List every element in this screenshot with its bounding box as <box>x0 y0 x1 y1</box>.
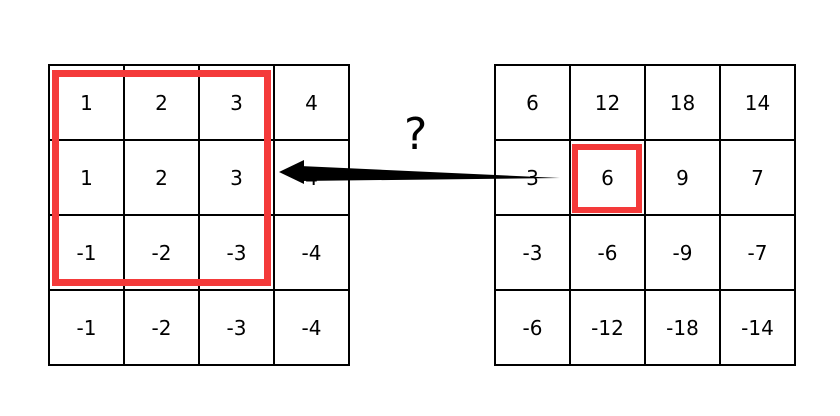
output-cell-r4-c4: -14 <box>721 291 796 366</box>
output-cell-r1-c4: 14 <box>721 66 796 141</box>
output-cell-r3-c1: -3 <box>496 216 571 291</box>
input-cell-r3-c3: -3 <box>200 216 275 291</box>
output-cell-r2-c4: 7 <box>721 141 796 216</box>
input-cell-r4-c1: -1 <box>50 291 125 366</box>
output-cell-r2-c1: 3 <box>496 141 571 216</box>
input-cell-r2-c2: 2 <box>125 141 200 216</box>
output-cell-r1-c1: 6 <box>496 66 571 141</box>
output-cell-r3-c2: -6 <box>571 216 646 291</box>
input-cell-r2-c3: 3 <box>200 141 275 216</box>
input-cell-r2-c4: 4 <box>275 141 350 216</box>
input-cell-r1-c1: 1 <box>50 66 125 141</box>
output-cell-r3-c3: -9 <box>646 216 721 291</box>
output-cell-r4-c3: -18 <box>646 291 721 366</box>
input-cell-r1-c3: 3 <box>200 66 275 141</box>
output-cell-r2-c2: 6 <box>571 141 646 216</box>
input-cell-r3-c1: -1 <box>50 216 125 291</box>
output-cell-r3-c4: -7 <box>721 216 796 291</box>
input-cell-r4-c2: -2 <box>125 291 200 366</box>
input-cell-r4-c4: -4 <box>275 291 350 366</box>
input-cell-r2-c1: 1 <box>50 141 125 216</box>
question-mark: ? <box>404 109 428 160</box>
output-cell-r4-c1: -6 <box>496 291 571 366</box>
input-cell-r4-c3: -3 <box>200 291 275 366</box>
output-cell-r4-c2: -12 <box>571 291 646 366</box>
input-cell-r3-c4: -4 <box>275 216 350 291</box>
output-cell-r2-c3: 9 <box>646 141 721 216</box>
input-cell-r1-c2: 2 <box>125 66 200 141</box>
output-cell-r1-c2: 12 <box>571 66 646 141</box>
input-cell-r1-c4: 4 <box>275 66 350 141</box>
input-cell-r3-c2: -2 <box>125 216 200 291</box>
output-cell-r1-c3: 18 <box>646 66 721 141</box>
